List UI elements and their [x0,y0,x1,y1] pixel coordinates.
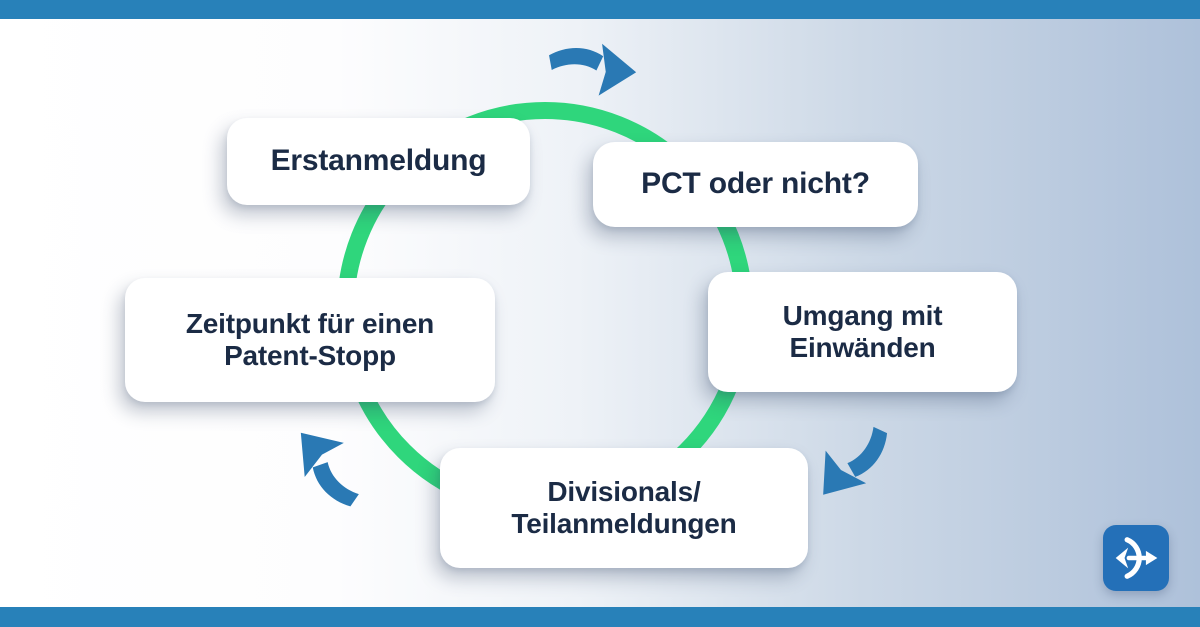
step-label: Umgang mit Einwänden [782,299,943,363]
step-zeitpunkt-patent-stopp: Zeitpunkt für einen Patent-Stopp [125,278,495,402]
cycle-arrow-bottom-left-icon [274,409,384,525]
step-divisionals-teilanmeldungen: Divisionals/ Teilanmeldungen [440,448,808,568]
bottom-border-bar [0,607,1200,627]
step-pct-oder-nicht: PCT oder nicht? [593,142,918,227]
step-label: PCT oder nicht? [641,167,870,201]
cycle-arrow-bottom-right-icon [795,403,909,518]
step-umgang-mit-einwaenden: Umgang mit Einwänden [708,272,1017,392]
logo-badge [1103,525,1169,591]
bow-arrow-icon [1115,537,1158,579]
cycle-arrow-top-icon [540,29,644,108]
step-label: Zeitpunkt für einen Patent-Stopp [185,307,435,371]
step-label: Divisionals/ Teilanmeldungen [511,475,737,539]
step-erstanmeldung: Erstanmeldung [227,118,530,205]
top-border-bar [0,0,1200,19]
step-label: Erstanmeldung [270,144,487,178]
